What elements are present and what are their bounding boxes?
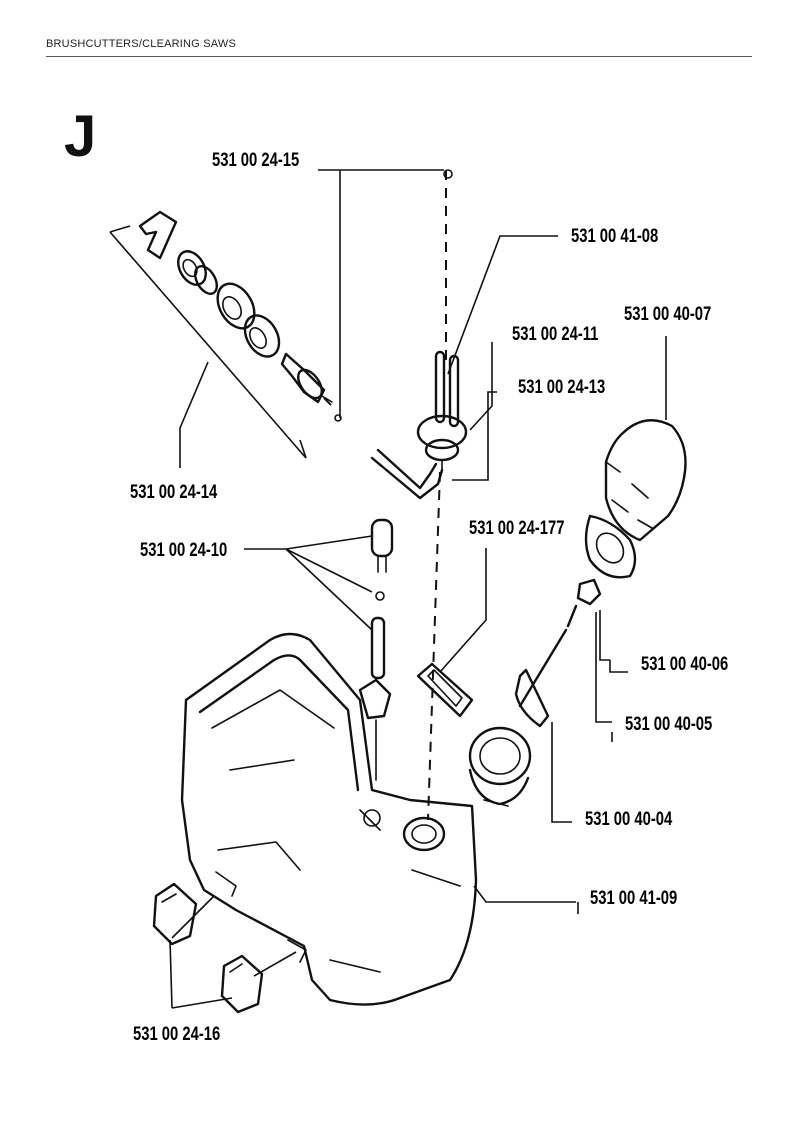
label-531-00-41-09: 531 00 41-09 xyxy=(590,887,677,908)
label-531-00-24-11: 531 00 24-11 xyxy=(512,323,598,344)
fuel-tank-drawing xyxy=(180,632,478,1006)
label-531-00-40-06: 531 00 40-06 xyxy=(641,653,728,674)
label-531-00-24-13: 531 00 24-13 xyxy=(518,376,605,397)
page-header: BRUSHCUTTERS/CLEARING SAWS xyxy=(46,38,236,50)
label-531-00-24-16: 531 00 24-16 xyxy=(133,1023,220,1044)
tank-mount-rubbers-drawing xyxy=(152,882,264,1014)
label-531-00-41-08: 531 00 41-08 xyxy=(571,225,658,246)
section-letter: J xyxy=(64,104,97,169)
label-531-00-24-14: 531 00 24-14 xyxy=(130,481,218,502)
label-531-00-24-15: 531 00 24-15 xyxy=(212,149,299,170)
fuel-pickup-drawing xyxy=(358,518,394,781)
label-531-00-40-05: 531 00 40-05 xyxy=(625,713,712,734)
fuel-cap-drawing xyxy=(514,419,687,728)
tank-neck-drawing xyxy=(468,726,532,807)
tank-breather-drawing xyxy=(416,350,468,821)
fuel-filter-assembly-drawing xyxy=(138,210,342,422)
leader-lines xyxy=(109,169,667,1009)
header-divider xyxy=(46,56,752,57)
gasket-drawing xyxy=(416,662,474,718)
label-531-00-24-177: 531 00 24-177 xyxy=(469,517,564,538)
label-531-00-24-10: 531 00 24-10 xyxy=(140,539,227,560)
label-531-00-40-07: 531 00 40-07 xyxy=(624,303,711,324)
label-531-00-40-04: 531 00 40-04 xyxy=(585,808,673,829)
